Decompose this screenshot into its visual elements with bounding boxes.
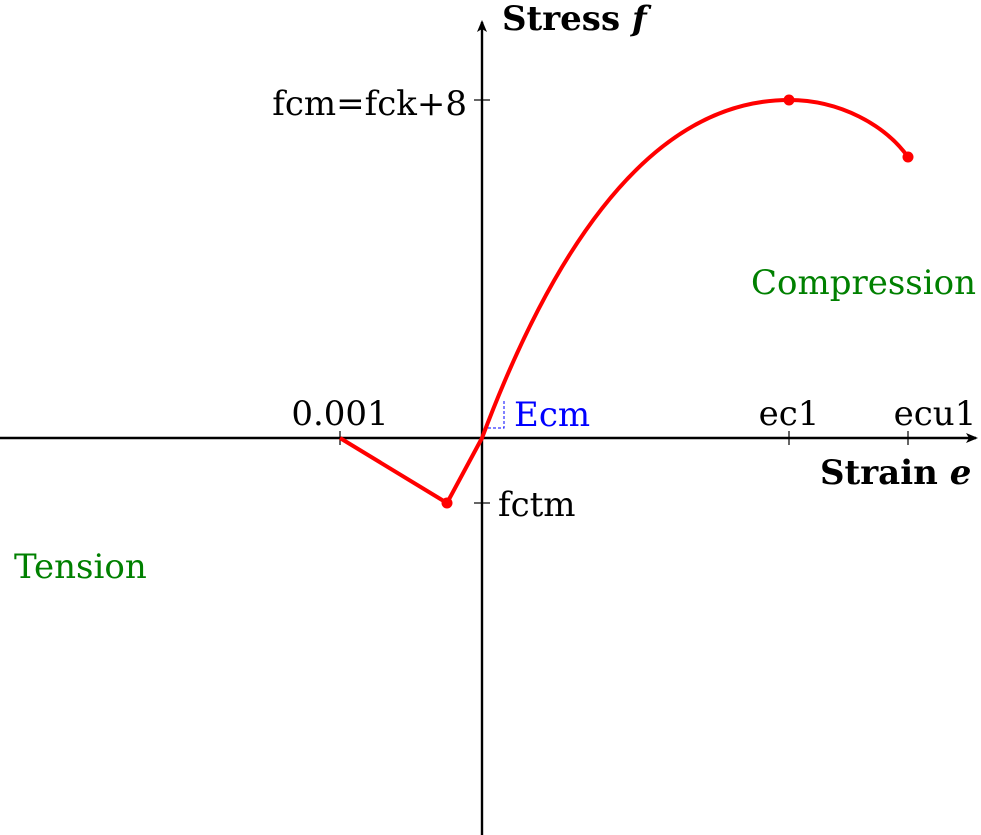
modulus-slope-marker xyxy=(488,399,505,429)
fcm-tick-label: fcm=fck+8 xyxy=(272,84,467,124)
tension-strain-tick-label: 0.001 xyxy=(291,394,388,434)
ultimate-strain-point xyxy=(902,151,914,163)
ec1-tick-label: ec1 xyxy=(759,394,820,434)
tension-softening-branch xyxy=(338,436,484,505)
tension-region-label: Tension xyxy=(14,547,147,587)
strain-axis-label: Strain e xyxy=(820,453,971,493)
ecu1-tick-label: ecu1 xyxy=(894,394,977,434)
stress-axis-label: Stress f xyxy=(502,0,652,39)
tensile-strength-point xyxy=(441,497,453,509)
compression-curve xyxy=(480,97,910,440)
modulus-label: Ecm xyxy=(514,395,590,435)
peak-compression-point xyxy=(783,94,795,106)
compression-region-label: Compression xyxy=(751,263,976,303)
fctm-tick-label: fctm xyxy=(498,485,576,525)
